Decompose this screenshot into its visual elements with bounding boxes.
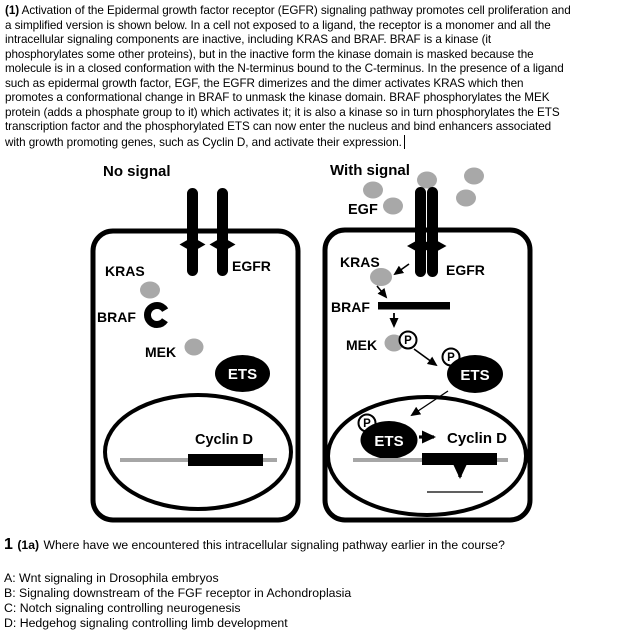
cell-no-signal: EGFR KRAS BRAF MEK ETS Cyclin D <box>90 188 301 523</box>
braf-label: BRAF <box>97 309 136 325</box>
intro-line: a simplified version is shown below. In … <box>5 18 551 32</box>
egf-ligand <box>417 171 437 189</box>
receptor-to-kras-arrow <box>393 263 410 276</box>
question-1-label: (1) <box>5 4 20 17</box>
receptor-bar <box>427 187 438 277</box>
intro-line: molecule is in a closed conformation wit… <box>5 62 564 76</box>
answer-option-d: D: Hedgehog signaling controlling limb d… <box>4 616 288 631</box>
answer-option-a: A: Wnt signaling in Drosophila embryos <box>4 571 219 585</box>
ets-protein <box>215 355 270 392</box>
kras-protein <box>140 281 160 299</box>
egf-ligand <box>383 197 403 215</box>
cyclin-d-label: Cyclin D <box>195 432 253 448</box>
kras-label: KRAS <box>105 263 145 279</box>
receptor-bar <box>217 188 228 276</box>
intro-line: intracellular signaling components are i… <box>5 33 492 47</box>
ets-protein-phosphorylated <box>447 355 503 393</box>
intro-line: phosphorylates some other proteins), but… <box>5 47 534 61</box>
intro-line: protein (adds a phosphate group to it) w… <box>5 105 560 119</box>
cyclin-d-gene <box>188 454 263 466</box>
question-number: 1 <box>4 536 13 553</box>
egfr-monomer-2 <box>209 188 236 276</box>
phosphate-circle <box>398 330 418 350</box>
intro-line: with growth promoting genes, such as Cyc… <box>5 134 629 151</box>
phosphate-label: P <box>363 418 371 430</box>
cyclin-d-label: Cyclin D <box>447 430 507 447</box>
kras-protein <box>370 268 392 286</box>
ets-label: ETS <box>460 367 489 384</box>
intro-line: (1) Activation of the Epidermal growth f… <box>5 4 629 19</box>
egfr-dimer <box>407 187 447 277</box>
egf-ligand <box>464 167 484 185</box>
no-signal-title: No signal <box>103 163 171 180</box>
question-line: 1 (1a) Where have we encountered this in… <box>4 536 626 554</box>
intro-line: promotes a conformational change in BRAF… <box>5 91 550 105</box>
intro-line: such as epidermal growth factor, EGF, th… <box>5 76 524 90</box>
cyclin-d-gene <box>422 453 497 465</box>
egf-label: EGF <box>348 202 378 218</box>
kras-to-braf-arrow <box>376 285 388 299</box>
mek-protein <box>184 338 204 356</box>
egfr-monomer-1 <box>179 188 206 276</box>
answer-options: A: Wnt signaling in Drosophila embryos B… <box>4 571 626 631</box>
mek-to-ets-arrow <box>413 348 438 367</box>
ets-protein-nuclear <box>360 421 418 459</box>
kras-label: KRAS <box>340 254 380 270</box>
phosphate-label: P <box>447 352 455 364</box>
intro-line-text: Activation of the Epidermal growth facto… <box>21 4 571 17</box>
receptor-flange <box>419 238 447 254</box>
phosphate-badge: P <box>398 330 418 350</box>
braf-closed-conformation-icon <box>144 302 170 328</box>
ets-label: ETS <box>374 433 403 450</box>
receptor-flange <box>179 237 206 252</box>
braf-label: BRAF <box>331 299 370 315</box>
mek-label: MEK <box>145 344 176 360</box>
receptor-bar <box>187 188 198 276</box>
intro-paragraph[interactable]: (1) Activation of the Epidermal growth f… <box>5 4 629 150</box>
braf-open-conformation-bar <box>378 302 450 310</box>
phosphate-label: P <box>404 335 412 347</box>
receptor-bar <box>415 187 426 277</box>
question-block: 1 (1a) Where have we encountered this in… <box>4 536 626 631</box>
ets-to-nucleus-arrow <box>410 390 449 417</box>
pathway-diagram: No signal With signal EGF EGFR KRAS BRAF… <box>90 162 533 523</box>
receptor-flange <box>209 237 236 252</box>
egfr-label: EGFR <box>232 258 271 274</box>
question-sub-label: (1a) <box>17 538 40 552</box>
answer-option-c: C: Notch signaling controlling neurogene… <box>4 601 241 616</box>
egf-ligand <box>456 189 476 207</box>
cell-with-signal: EGFR KRAS BRAF MEK P P ETS P ETS Cyclin … <box>322 187 533 523</box>
egf-ligand-cluster <box>363 167 484 215</box>
intro-line: transcription factor and the phosphoryla… <box>5 120 552 134</box>
with-signal-title: With signal <box>330 162 410 179</box>
answer-option-b: B: Signaling downstream of the FGF recep… <box>4 586 352 601</box>
nucleus <box>103 393 293 511</box>
egfr-label: EGFR <box>446 262 485 278</box>
text-cursor <box>403 134 405 149</box>
egf-ligand <box>363 181 383 199</box>
ets-label: ETS <box>228 366 257 383</box>
mek-label: MEK <box>346 337 377 353</box>
question-text: Where have we encountered this intracell… <box>43 538 505 552</box>
intro-line-text: with growth promoting genes, such as Cyc… <box>5 135 402 149</box>
